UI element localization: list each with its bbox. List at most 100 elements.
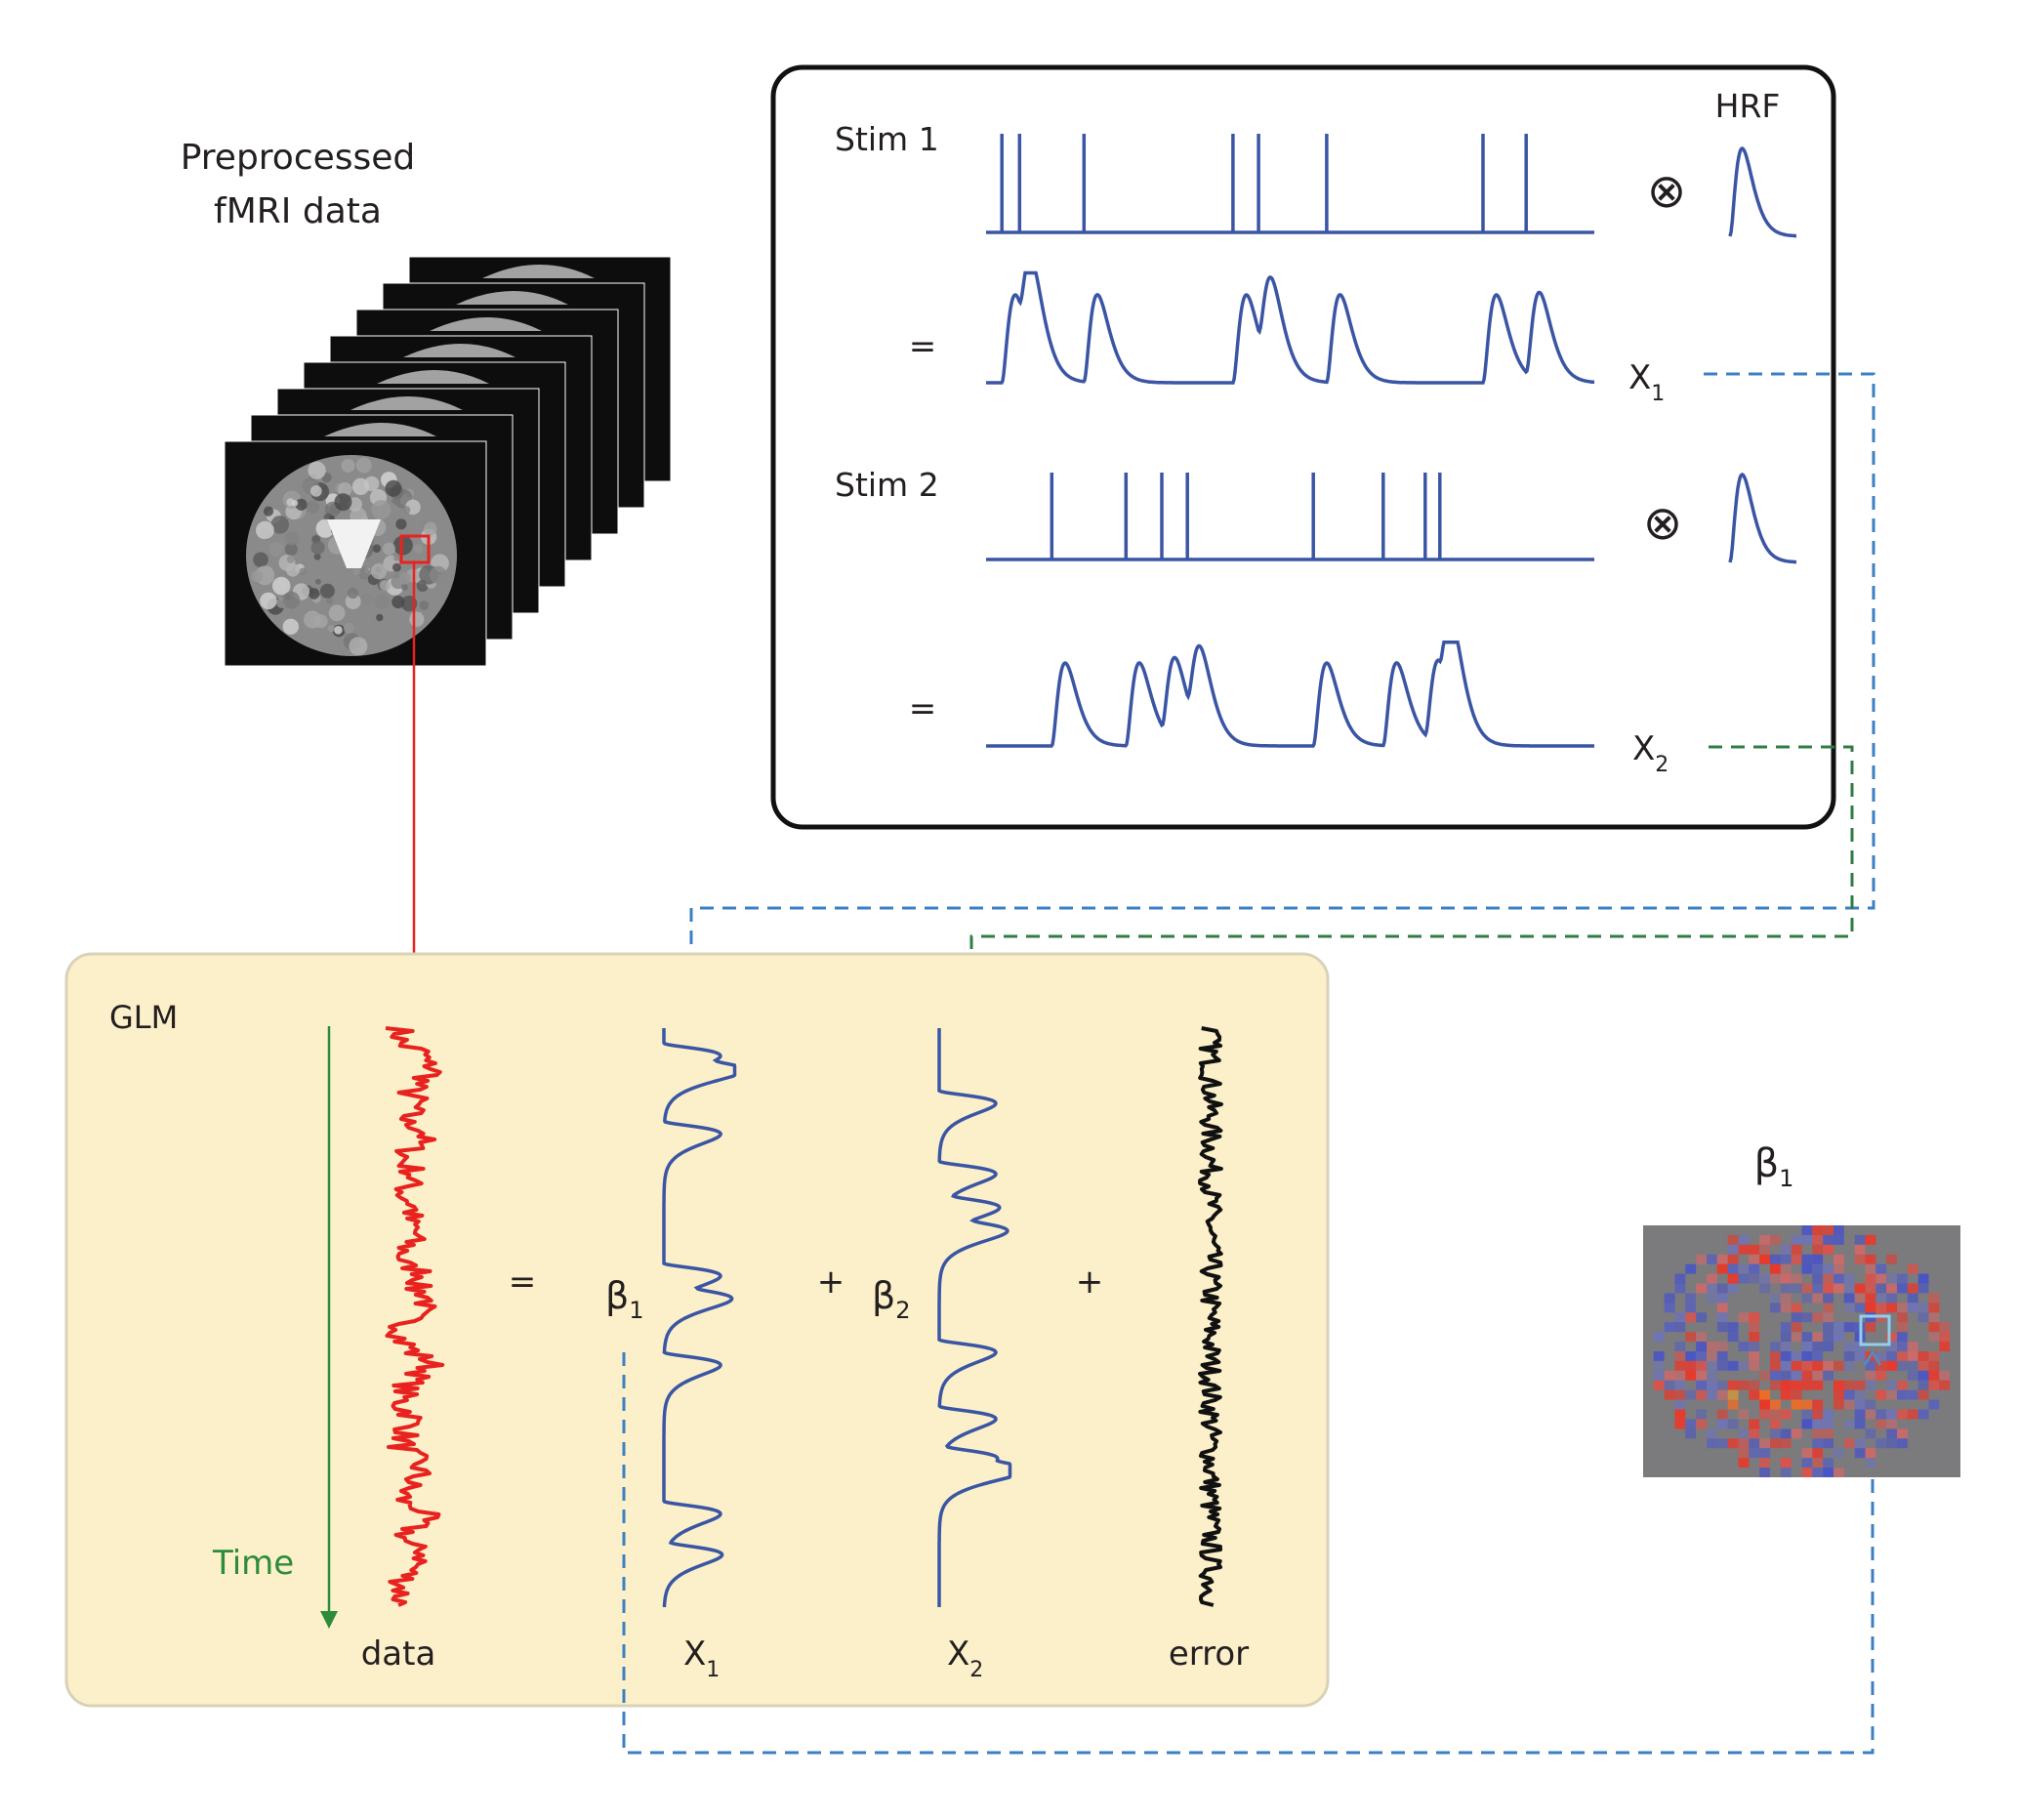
beta-voxel xyxy=(1674,1399,1686,1410)
beta-voxel xyxy=(1791,1283,1802,1294)
beta-voxel xyxy=(1738,1428,1750,1439)
brain-texture xyxy=(385,479,402,497)
beta-map-voxel-highlight[interactable] xyxy=(1859,1314,1891,1346)
beta-voxel xyxy=(1907,1342,1918,1352)
x2-design-column xyxy=(937,1028,1012,1607)
beta-voxel xyxy=(1770,1254,1781,1264)
beta-voxel xyxy=(1843,1293,1855,1303)
beta-voxel xyxy=(1854,1438,1866,1449)
beta-voxel xyxy=(1727,1438,1739,1449)
brain-texture xyxy=(398,572,411,585)
brain-texture xyxy=(357,566,371,580)
x1-design-column xyxy=(662,1028,737,1608)
beta-voxel xyxy=(1716,1263,1728,1274)
beta-voxel xyxy=(1897,1438,1908,1449)
beta-voxel xyxy=(1685,1332,1697,1343)
beta-voxel xyxy=(1939,1380,1951,1390)
beta-voxel xyxy=(1749,1428,1760,1439)
plus-symbol-1: + xyxy=(817,1262,845,1302)
beta-voxel xyxy=(1843,1399,1855,1410)
beta-voxel xyxy=(1834,1399,1844,1410)
beta-voxel xyxy=(1780,1438,1792,1449)
beta-voxel xyxy=(1759,1438,1771,1449)
beta-voxel xyxy=(1834,1332,1844,1343)
beta-voxel xyxy=(1834,1380,1844,1390)
beta-voxel xyxy=(1823,1438,1834,1449)
beta-voxel xyxy=(1685,1303,1697,1313)
beta-voxel xyxy=(1674,1273,1686,1284)
beta-voxel xyxy=(1886,1351,1898,1361)
error-residual-timeseries xyxy=(1198,1026,1223,1607)
beta-voxel xyxy=(1749,1351,1760,1361)
brain-texture xyxy=(328,604,346,622)
beta-voxel xyxy=(1865,1448,1876,1459)
beta-voxel xyxy=(1780,1360,1792,1371)
beta-voxel xyxy=(1759,1273,1771,1284)
beta-voxel xyxy=(1897,1283,1908,1294)
beta-voxel xyxy=(1897,1322,1908,1333)
beta-voxel xyxy=(1801,1342,1813,1352)
beta-voxel xyxy=(1759,1370,1771,1381)
beta-voxel xyxy=(1780,1468,1792,1478)
beta-voxel xyxy=(1685,1263,1697,1274)
beta-voxel xyxy=(1917,1351,1929,1361)
beta-voxel xyxy=(1875,1438,1887,1449)
plus-symbol-2: + xyxy=(1076,1262,1104,1302)
beta-voxel xyxy=(1886,1273,1898,1284)
beta-voxel xyxy=(1865,1380,1876,1390)
beta-voxel xyxy=(1886,1380,1898,1390)
brain-texture xyxy=(375,566,382,573)
brain-texture xyxy=(341,459,355,473)
beta-voxel xyxy=(1823,1342,1834,1352)
beta-voxel xyxy=(1727,1389,1739,1400)
brain-texture xyxy=(284,543,298,556)
beta-voxel xyxy=(1823,1312,1834,1323)
beta-voxel xyxy=(1685,1360,1697,1371)
beta-voxel xyxy=(1865,1254,1876,1264)
beta-voxel xyxy=(1865,1303,1876,1313)
beta-voxel xyxy=(1875,1303,1887,1313)
beta-voxel xyxy=(1780,1458,1792,1468)
beta-voxel xyxy=(1727,1273,1739,1284)
beta-voxel xyxy=(1653,1380,1665,1390)
brain-texture xyxy=(310,540,325,556)
beta-voxel xyxy=(1834,1468,1844,1478)
beta-voxel xyxy=(1801,1468,1813,1478)
beta-voxel xyxy=(1727,1322,1739,1333)
beta-voxel xyxy=(1843,1303,1855,1313)
beta-voxel xyxy=(1801,1225,1813,1235)
beta-voxel xyxy=(1834,1389,1844,1400)
beta-voxel xyxy=(1823,1428,1834,1439)
beta-voxel xyxy=(1707,1438,1717,1449)
beta-voxel xyxy=(1865,1428,1876,1439)
beta-voxel xyxy=(1834,1273,1844,1284)
beta-voxel xyxy=(1834,1254,1844,1264)
beta-voxel xyxy=(1707,1254,1717,1264)
beta-voxel xyxy=(1770,1370,1781,1381)
time-label: Time xyxy=(212,1544,294,1583)
x2-regressor-label: X2 xyxy=(1632,729,1669,777)
beta-voxel xyxy=(1707,1273,1717,1284)
beta-voxel xyxy=(1812,1458,1824,1468)
beta-voxel xyxy=(1875,1360,1887,1371)
beta-voxel xyxy=(1812,1244,1824,1255)
beta-voxel xyxy=(1875,1273,1887,1284)
beta-voxel xyxy=(1716,1303,1728,1313)
brain-texture xyxy=(271,576,291,596)
brain-texture xyxy=(260,592,277,610)
beta-voxel xyxy=(1812,1409,1824,1420)
beta-voxel xyxy=(1939,1322,1951,1333)
brain-texture xyxy=(392,562,401,572)
beta-voxel xyxy=(1854,1234,1866,1245)
beta-voxel xyxy=(1780,1322,1792,1333)
beta-voxel xyxy=(1801,1351,1813,1361)
beta-voxel xyxy=(1664,1293,1675,1303)
beta-voxel xyxy=(1843,1389,1855,1400)
beta1-coefficient: β1 xyxy=(605,1274,644,1324)
beta-voxel xyxy=(1716,1380,1728,1390)
beta-voxel xyxy=(1707,1351,1717,1361)
beta-voxel xyxy=(1727,1244,1739,1255)
brain-texture xyxy=(304,610,322,629)
beta-voxel xyxy=(1865,1458,1876,1468)
beta-voxel xyxy=(1780,1342,1792,1352)
